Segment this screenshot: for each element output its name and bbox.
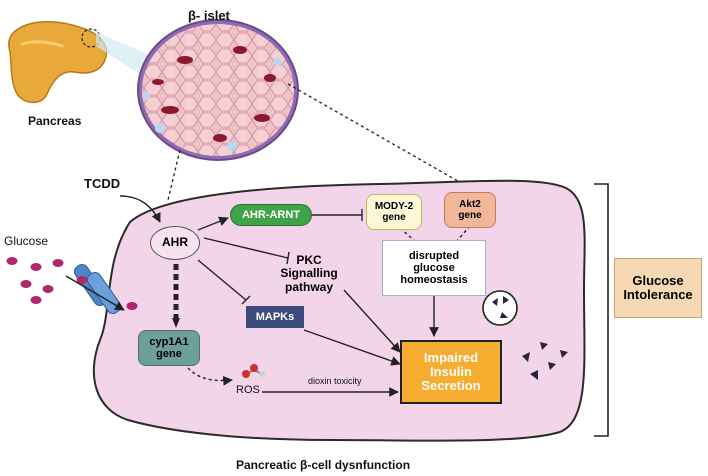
- glucose-label: Glucose: [4, 234, 49, 248]
- pancreas-label: Pancreas: [28, 114, 82, 128]
- insulin-vesicle: [482, 290, 518, 326]
- islet-illustration: [137, 19, 299, 161]
- cyp1a1-to-ros: [187, 367, 233, 386]
- mapks-node: MAPKs: [246, 306, 304, 328]
- tcdd-arrow: [119, 195, 161, 223]
- ahr-to-arnt-arrow: [197, 216, 229, 231]
- islet-label: β- islet: [188, 8, 230, 23]
- impaired-secretion-node: Impaired Insulin Secretion: [400, 340, 502, 404]
- secreted-insulin: [522, 342, 568, 380]
- bracket: [594, 183, 609, 437]
- ahr-inhibit-mapks: [197, 259, 247, 301]
- ahr-node: AHR: [150, 226, 200, 260]
- dioxin-label: dioxin toxicity: [308, 376, 362, 386]
- islet-connector-left: [167, 149, 181, 201]
- pkc-to-impaired: [343, 289, 401, 353]
- pathway-arrows: [65, 195, 471, 397]
- disrupted-homeostasis-node: disrupted glucose homeostasis: [382, 240, 486, 296]
- footer-caption: Pancreatic β-cell dysnfunction: [236, 458, 411, 472]
- ros-molecule: [242, 364, 265, 378]
- mody2-node: MODY-2 gene: [366, 194, 422, 230]
- islet-connector-right: [287, 83, 471, 189]
- pkc-label: PKC Signalling pathway: [280, 253, 338, 294]
- ros-label: ROS: [236, 384, 260, 396]
- akt2-node: Akt2 gene: [444, 192, 496, 228]
- glucose-arrow: [65, 275, 125, 311]
- glucose-intolerance-node: Glucose Intolerance: [614, 258, 702, 318]
- cyp1a1-node: cyp1A1 gene: [138, 330, 200, 366]
- tcdd-label: TCDD: [84, 176, 121, 191]
- zoom-cone: [96, 32, 152, 78]
- mapks-to-impaired: [303, 329, 401, 366]
- ahr-arnt-node: AHR-ARNT: [230, 204, 312, 226]
- ahr-inhibit-pkc: [203, 237, 289, 259]
- pancreas-illustration: [8, 21, 108, 104]
- glucose-molecules: [6, 257, 138, 310]
